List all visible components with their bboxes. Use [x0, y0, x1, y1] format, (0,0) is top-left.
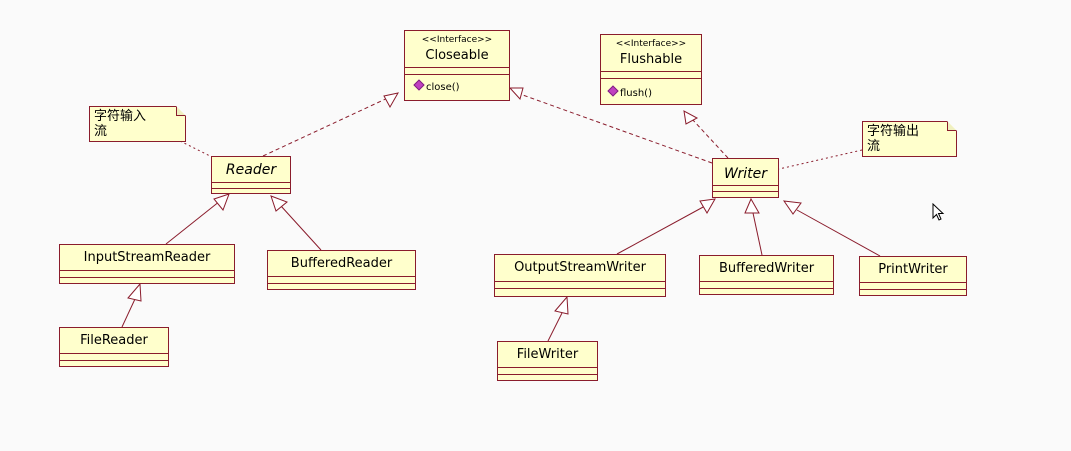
flushable-separator-1 [601, 71, 701, 72]
bufferedreader-separator-2 [268, 283, 415, 284]
bufferedwriter-separator-2 [700, 288, 833, 289]
outputstreamwriter-arrowhead [554, 295, 569, 315]
closeable-interface[interactable]: <<Interface>> Closeable close() [404, 30, 510, 101]
printwriter-separator-2 [860, 289, 966, 290]
writer-closeable-realization [519, 93, 713, 164]
mouse-pointer-icon [932, 203, 945, 221]
closeable-operation: close() [413, 79, 460, 93]
flushable-stereotype: <<Interface>> [615, 39, 687, 49]
writer-separator-2 [713, 191, 778, 192]
writer-arrowhead-middle [744, 197, 760, 214]
bufferedreader-class[interactable]: BufferedReader [267, 250, 416, 290]
flushable-separator-2 [601, 78, 701, 79]
filewriter-separator-2 [498, 374, 597, 375]
reader-separator-1 [212, 182, 290, 183]
closeable-separator-1 [405, 67, 509, 68]
closeable-arrowhead-right [508, 87, 524, 101]
flushable-name: Flushable [619, 52, 683, 67]
output-note-anchor [778, 149, 863, 170]
flushable-arrowhead [683, 110, 699, 125]
filewriter-class[interactable]: FileWriter [497, 341, 598, 381]
printwriter-name: PrintWriter [878, 262, 948, 277]
filereader-separator-1 [60, 353, 168, 354]
input-stream-note[interactable]: 字符输入 流 [89, 106, 186, 142]
output-note-line2: 流 [867, 139, 881, 154]
inputstreamreader-arrowhead [127, 282, 142, 302]
closeable-stereotype: <<Interface>> [421, 35, 493, 45]
close-operation-label: close() [426, 82, 460, 93]
filereader-inputstreamreader-generalization [121, 298, 136, 328]
inputstreamreader-separator-2 [60, 277, 234, 278]
writer-arrowhead-left [699, 198, 716, 214]
output-stream-note[interactable]: 字符输出 流 [862, 121, 957, 157]
outputstreamwriter-separator-1 [495, 281, 665, 282]
writer-flushable-realization [691, 118, 729, 159]
filewriter-name: FileWriter [516, 347, 579, 362]
printwriter-separator-1 [860, 282, 966, 283]
printwriter-writer-generalization [796, 209, 881, 257]
note-fold-icon [176, 106, 186, 116]
operation-diamond-icon [413, 79, 425, 91]
flushable-operation: flush() [607, 85, 652, 99]
writer-name: Writer [723, 166, 768, 182]
filewriter-separator-1 [498, 367, 597, 368]
inputstreamreader-reader-generalization [165, 200, 221, 245]
bufferedwriter-separator-1 [700, 281, 833, 282]
input-note-line1: 字符输入 [94, 109, 147, 124]
outputstreamwriter-class[interactable]: OutputStreamWriter [494, 254, 666, 297]
closeable-arrowhead-left [383, 92, 399, 109]
writer-class[interactable]: Writer [712, 158, 779, 198]
input-note-line2: 流 [94, 124, 108, 139]
filereader-separator-2 [60, 360, 168, 361]
writer-arrowhead-right [782, 200, 802, 215]
bufferedwriter-writer-generalization [752, 212, 763, 256]
bufferedwriter-name: BufferedWriter [718, 261, 815, 276]
filewriter-outputstreamwriter-generalization [547, 312, 563, 342]
flush-operation-label: flush() [620, 88, 652, 99]
bufferedreader-reader-generalization [280, 205, 322, 251]
filereader-name: FileReader [80, 333, 148, 348]
reader-class[interactable]: Reader [211, 156, 291, 194]
writer-separator-1 [713, 185, 778, 186]
printwriter-class[interactable]: PrintWriter [859, 256, 967, 296]
bufferedreader-separator-1 [268, 276, 415, 277]
closeable-separator-2 [405, 74, 509, 75]
operation-diamond-icon [607, 85, 619, 97]
reader-arrowhead-right [270, 195, 288, 212]
inputstreamreader-separator-1 [60, 270, 234, 271]
closeable-name: Closeable [425, 48, 489, 63]
output-note-line1: 字符输出 [867, 124, 920, 139]
filereader-class[interactable]: FileReader [59, 327, 169, 367]
outputstreamwriter-name: OutputStreamWriter [514, 260, 646, 275]
input-note-anchor [179, 140, 213, 158]
reader-closeable-realization [262, 95, 393, 157]
inputstreamreader-class[interactable]: InputStreamReader [59, 244, 235, 284]
inputstreamreader-name: InputStreamReader [83, 250, 211, 265]
reader-arrowhead-left [213, 193, 230, 211]
outputstreamwriter-writer-generalization [616, 205, 706, 255]
note-fold-icon [947, 121, 957, 131]
flushable-interface[interactable]: <<Interface>> Flushable flush() [600, 34, 702, 105]
outputstreamwriter-separator-2 [495, 288, 665, 289]
reader-name: Reader [225, 162, 277, 178]
bufferedwriter-class[interactable]: BufferedWriter [699, 255, 834, 295]
reader-separator-2 [212, 188, 290, 189]
bufferedreader-name: BufferedReader [290, 256, 393, 271]
